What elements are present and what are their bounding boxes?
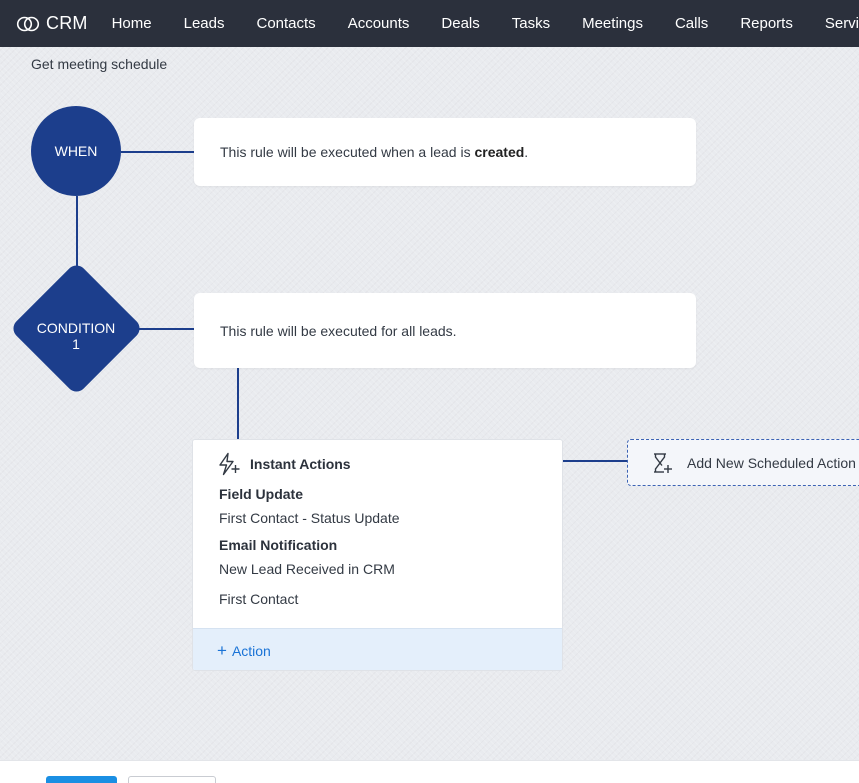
brand-name: CRM [46, 13, 88, 33]
nav-reports[interactable]: Reports [740, 15, 793, 32]
when-node[interactable]: WHEN [31, 106, 121, 196]
condition-card-text: This rule will be executed for all leads… [220, 322, 457, 339]
nav-services[interactable]: Services [824, 15, 859, 32]
when-card-text: This rule will be executed when a lead i… [220, 144, 528, 160]
nav-home[interactable]: Home [111, 15, 152, 32]
condition-card[interactable]: This rule will be executed for all leads… [194, 293, 696, 368]
top-navigation-bar: CRM Home Leads Contacts Accounts Deals T… [0, 0, 859, 47]
plus-icon: + [217, 641, 227, 660]
condition-label-number: 1 [72, 336, 80, 352]
when-text-trigger: created [474, 144, 525, 160]
bottom-action-bar [0, 760, 859, 783]
field-update-item[interactable]: First Contact - Status Update [219, 510, 400, 526]
email-notification-heading: Email Notification [219, 537, 338, 553]
hourglass-plus-icon [654, 452, 672, 473]
nav-deals[interactable]: Deals [441, 15, 480, 32]
save-button[interactable] [46, 776, 117, 783]
add-scheduled-action-label: Add New Scheduled Action [687, 454, 856, 471]
crm-logo-icon [16, 16, 40, 31]
when-text-suffix: . [524, 144, 529, 160]
nav-leads[interactable]: Leads [183, 15, 225, 32]
cancel-button[interactable] [128, 776, 216, 783]
add-action-label: Action [231, 642, 271, 659]
lightning-plus-icon [219, 452, 240, 476]
nav-tasks[interactable]: Tasks [511, 15, 551, 32]
nav-calls[interactable]: Calls [674, 15, 709, 32]
instant-actions-title: Instant Actions [250, 456, 351, 472]
email-notification-item[interactable]: First Contact [219, 591, 299, 607]
add-scheduled-action-button[interactable]: Add New Scheduled Action [627, 439, 859, 486]
condition-label-title: CONDITION [36, 320, 116, 336]
nav-accounts[interactable]: Accounts [347, 15, 410, 32]
add-action-button[interactable]: + Action [193, 628, 562, 670]
instant-actions-panel: Instant Actions Field Update First Conta… [192, 439, 563, 671]
when-card[interactable]: This rule will be executed when a lead i… [194, 118, 696, 186]
instant-actions-header: Instant Actions [217, 452, 351, 476]
when-node-label: WHEN [54, 143, 98, 159]
when-text-prefix: This rule will be executed when a lead i… [220, 144, 475, 160]
field-update-heading: Field Update [219, 486, 304, 502]
rule-name: Get meeting schedule [31, 56, 168, 72]
nav-meetings[interactable]: Meetings [582, 15, 643, 32]
email-notification-item[interactable]: New Lead Received in CRM [219, 561, 395, 577]
condition-node-label: CONDITION 1 [18, 320, 134, 352]
nav-contacts[interactable]: Contacts [256, 15, 316, 32]
brand[interactable]: CRM [16, 13, 88, 34]
